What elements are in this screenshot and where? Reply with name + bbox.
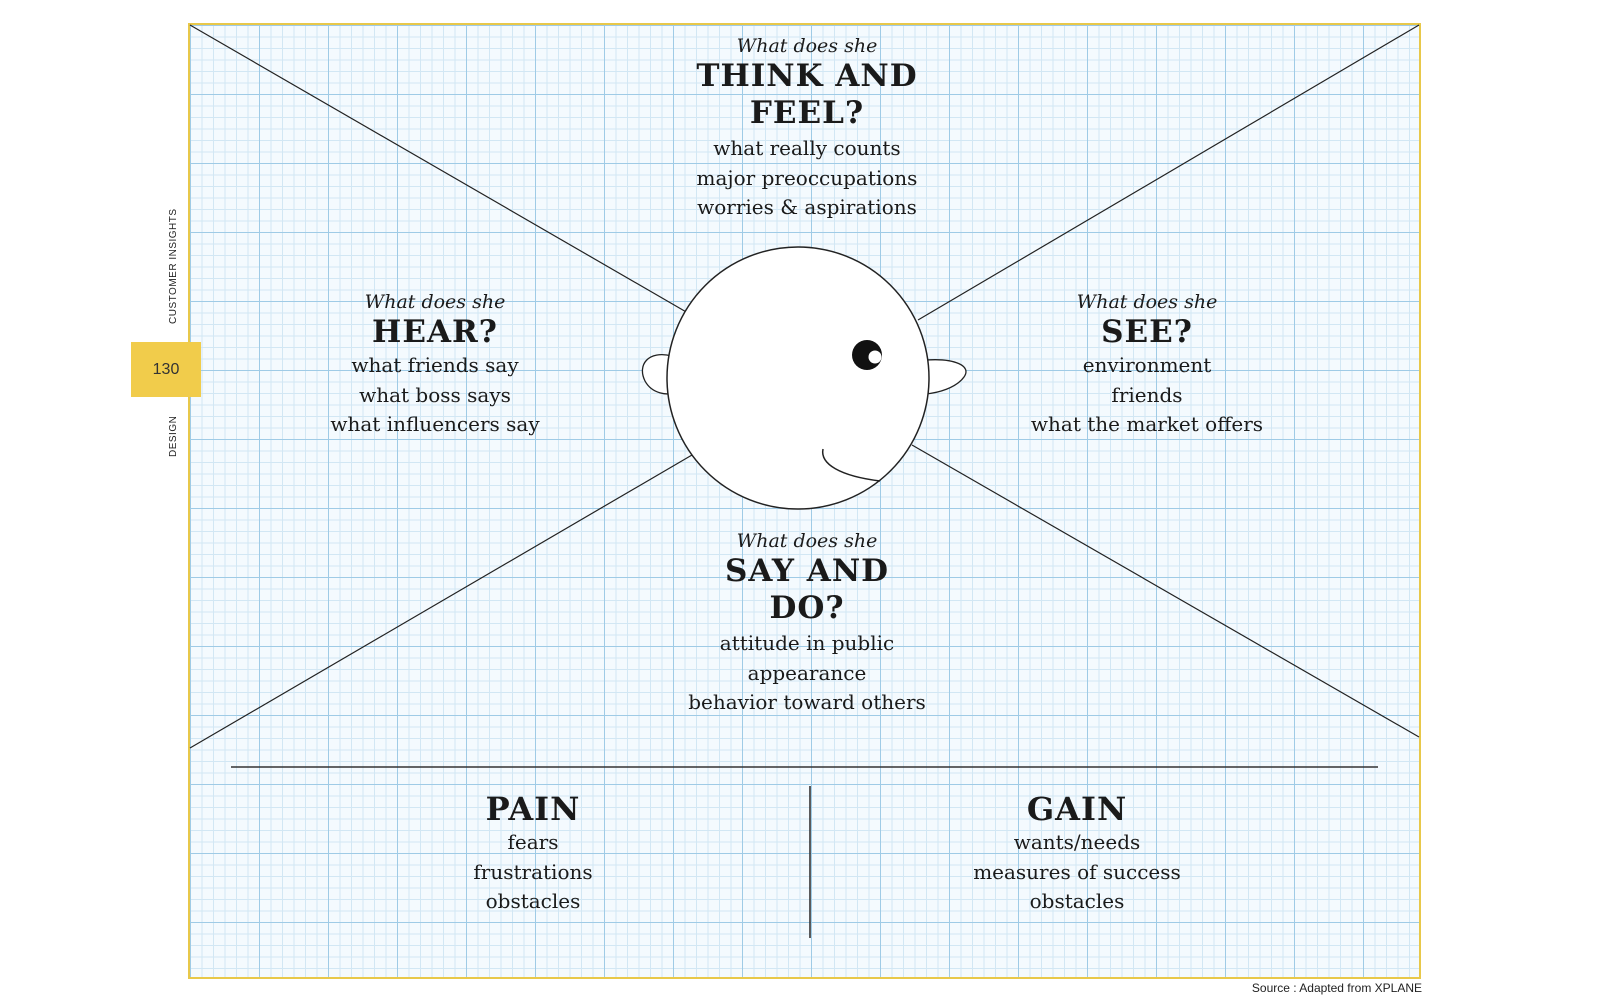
- think-feel-heading-line1: THINK AND: [696, 58, 918, 94]
- page-number: 130: [152, 360, 180, 378]
- face-icon: [641, 246, 967, 510]
- see-question: What does she: [1076, 291, 1218, 313]
- source-credit: Source : Adapted from XPLANE: [1251, 981, 1422, 995]
- gain-item: obstacles: [1029, 889, 1125, 913]
- say-do-item: attitude in public: [719, 631, 895, 655]
- think-feel-item: worries & aspirations: [697, 195, 917, 219]
- gain-heading: GAIN: [1026, 790, 1128, 828]
- think-feel-item: major preoccupations: [696, 165, 918, 190]
- gain-item: measures of success: [973, 859, 1181, 884]
- diagonal-top-right: [917, 24, 1420, 321]
- say-do-heading-line2: DO?: [769, 590, 845, 626]
- side-label-customer-insights: CUSTOMER INSIGHTS: [168, 208, 179, 324]
- pain-heading: PAIN: [485, 790, 581, 828]
- hear-item: what influencers say: [330, 412, 540, 436]
- hear-question: What does she: [364, 291, 506, 313]
- hear-item: what boss says: [359, 382, 511, 407]
- pain-item: frustrations: [473, 859, 593, 884]
- think-feel-item: what really counts: [713, 136, 901, 160]
- head-icon: [666, 246, 930, 510]
- page-number-tab: 130: [131, 342, 201, 397]
- gain-section: GAIN wants/needs measures of success obs…: [927, 790, 1227, 917]
- see-item: what the market offers: [1030, 412, 1264, 436]
- say-do-section: What does she SAY AND DO? attitude in pu…: [627, 529, 987, 718]
- say-do-heading-line1: SAY AND: [724, 553, 890, 589]
- say-do-item: behavior toward others: [688, 690, 926, 714]
- diagonal-bottom-right: [911, 444, 1420, 738]
- diagonal-top-left: [189, 24, 689, 314]
- hear-section: What does she HEAR? what friends say wha…: [255, 290, 615, 440]
- pain-item: fears: [507, 830, 559, 854]
- gain-item: wants/needs: [1013, 830, 1141, 854]
- see-heading: SEE?: [1101, 314, 1193, 350]
- diagonal-bottom-left: [189, 454, 693, 749]
- hear-item: what friends say: [351, 353, 519, 377]
- see-item: friends: [1111, 382, 1183, 407]
- think-feel-heading-line2: FEEL?: [749, 95, 865, 131]
- see-section: What does she SEE? environment friends w…: [967, 290, 1327, 440]
- hear-heading: HEAR?: [372, 314, 498, 350]
- pain-section: PAIN fears frustrations obstacles: [383, 790, 683, 917]
- side-label-design: DESIGN: [168, 415, 179, 457]
- see-item: environment: [1082, 353, 1212, 377]
- smile-icon: [822, 448, 881, 482]
- think-feel-question: What does she: [736, 35, 878, 57]
- pain-item: obstacles: [485, 889, 581, 913]
- say-do-question: What does she: [736, 530, 878, 552]
- think-feel-section: What does she THINK AND FEEL? what reall…: [627, 34, 987, 223]
- eye-highlight: [868, 350, 882, 364]
- say-do-item: appearance: [747, 660, 867, 685]
- right-ear-icon: [924, 359, 967, 395]
